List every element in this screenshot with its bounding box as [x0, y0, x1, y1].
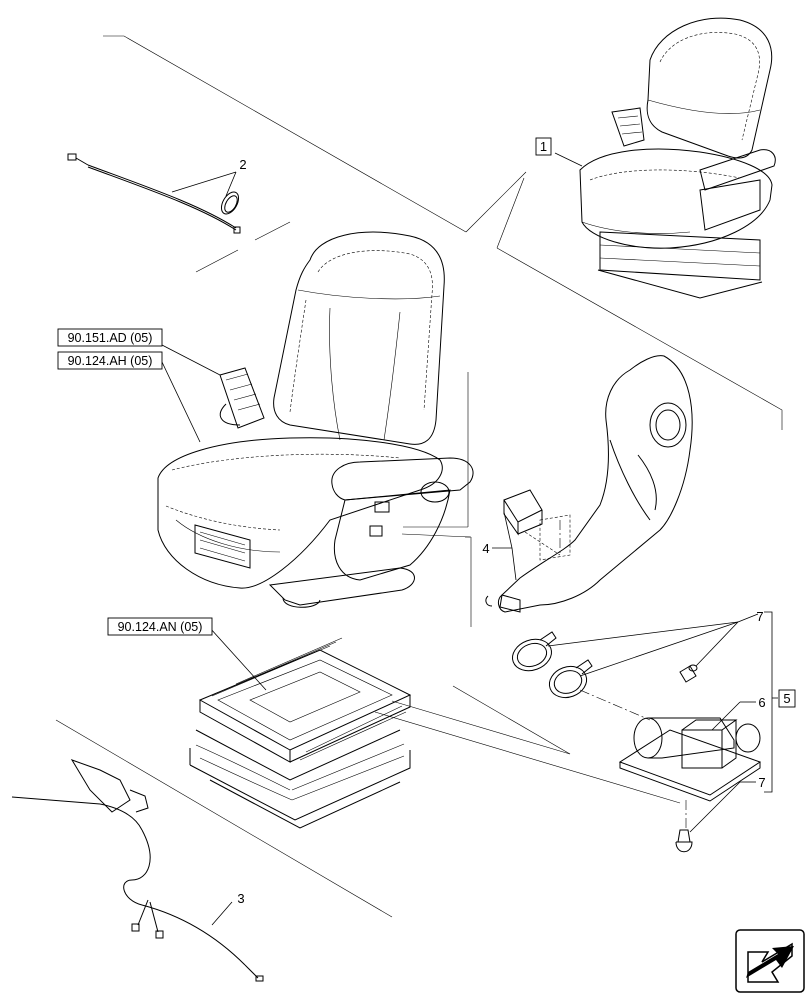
plug	[679, 664, 698, 683]
callouts: 1 2 3 4 5 6 7 7	[237, 137, 796, 906]
callout-7-bottom[interactable]: 7	[758, 775, 765, 790]
side-cover	[485, 355, 693, 613]
callout-7-top[interactable]: 7	[756, 609, 763, 624]
complete-seat	[579, 17, 776, 299]
ref-90-124-an[interactable]: 90.124.AN (05)	[118, 620, 203, 634]
arrow-icon[interactable]	[735, 929, 805, 993]
perspective-lines	[55, 35, 783, 918]
ref-90-124-ah[interactable]: 90.124.AH (05)	[68, 354, 153, 368]
seat-base	[189, 637, 412, 829]
ref-box-2	[57, 351, 163, 370]
callout-3[interactable]: 3	[237, 891, 244, 906]
callout-box-5	[778, 689, 796, 708]
motor-assembly	[618, 717, 762, 802]
wire-harness-2	[67, 153, 241, 234]
callout-box-1	[535, 137, 552, 156]
ref-box-3	[107, 617, 213, 636]
callout-5[interactable]: 5	[783, 691, 790, 706]
callout-2[interactable]: 2	[239, 157, 246, 172]
centerlines	[559, 520, 687, 828]
screw	[675, 829, 693, 853]
callout-4[interactable]: 4	[482, 541, 489, 556]
switch-part	[503, 489, 543, 536]
callout-1[interactable]: 1	[540, 139, 547, 154]
ref-box-1	[57, 328, 163, 347]
main-seat	[157, 231, 474, 608]
wire-harness-3	[11, 759, 264, 982]
reference-boxes: 90.151.AD (05) 90.124.AH (05) 90.124.AN …	[57, 328, 213, 636]
ref-90-151-ad[interactable]: 90.151.AD (05)	[68, 331, 153, 345]
leader-lines	[161, 152, 778, 926]
clamps	[512, 631, 593, 699]
callout-6[interactable]: 6	[758, 695, 765, 710]
